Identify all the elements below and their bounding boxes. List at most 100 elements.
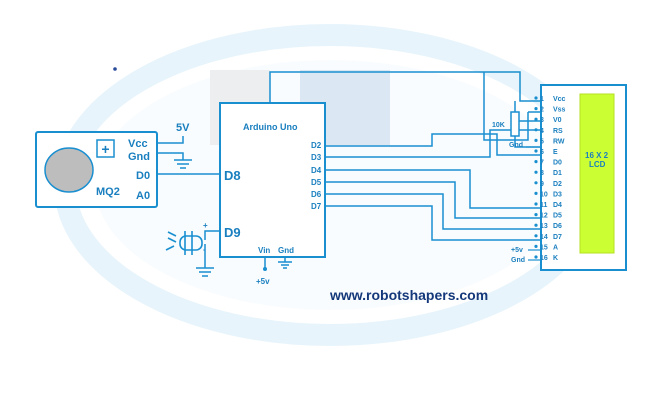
arduino-d8-label: D8 <box>224 168 241 183</box>
arduino-pin-d7: D7 <box>311 202 322 211</box>
mq2-d0-label: D0 <box>136 170 150 182</box>
lcd-pin-16-dot <box>534 255 538 259</box>
arduino-vcc-loop <box>269 71 541 103</box>
lcd-pin-9-name: D2 <box>553 181 562 188</box>
arduino-pin-d5: D5 <box>311 178 322 187</box>
lcd-pin-16-name: K <box>553 255 558 262</box>
led-plus-label: + <box>203 221 208 230</box>
stray-dot <box>113 67 117 71</box>
lcd-pin-7-dot <box>534 160 538 164</box>
lcd-pin-9-dot <box>534 181 538 185</box>
lcd-pin-12-name: D5 <box>553 213 562 220</box>
wire-d6 <box>325 193 541 230</box>
lcd-pin-8-dot <box>534 170 538 174</box>
pot-vss-wire <box>514 101 541 113</box>
lcd-pin-16-number: 16 <box>540 255 548 262</box>
mq2-vcc-label: Vcc <box>128 138 148 150</box>
vin-terminal-dot <box>263 267 267 271</box>
lcd-pin-10-name: D3 <box>553 191 562 198</box>
arduino-title: Arduino Uno <box>243 122 298 132</box>
lcd-backlight-gnd-label: Gnd <box>511 257 525 264</box>
arduino-pin-d4: D4 <box>311 166 322 175</box>
mq2-sensor-element <box>44 147 94 193</box>
lcd-pin-13-name: D6 <box>553 223 562 230</box>
arduino-gnd-label: Gnd <box>278 246 294 255</box>
lcd-pin-15-number: 15 <box>540 244 548 251</box>
mq2-plus-symbol: + <box>101 141 109 157</box>
lcd-pin-3-number: 3 <box>540 117 544 124</box>
lcd-backlight-5v-label: +5v <box>511 247 523 254</box>
lcd-pin-5-dot <box>534 138 538 142</box>
lcd-pin-7-number: 7 <box>540 160 544 167</box>
lcd-pin-4-number: 4 <box>540 128 544 135</box>
sensor-ground-icon <box>174 159 192 169</box>
lcd-title-line1: 16 X 2 <box>585 151 609 160</box>
wire-d2-e <box>325 133 541 156</box>
lcd-screen <box>579 93 615 254</box>
data-wires <box>269 71 541 241</box>
lcd-pin-13-number: 13 <box>540 223 548 230</box>
mq2-sensor: + Vcc Gnd D0 A0 MQ2 <box>35 131 158 208</box>
potentiometer: 10K Gnd <box>492 101 541 149</box>
arduino-d9-label: D9 <box>224 225 241 240</box>
lcd-pin-6-number: 6 <box>540 149 544 156</box>
wire-d5 <box>325 181 541 219</box>
lcd-pin-13-dot <box>534 223 538 227</box>
lcd-pin-3-dot <box>534 117 538 121</box>
arduino-uno: Arduino Uno D8 D9 D2 D3 D4 D5 D6 D7 Vin … <box>219 102 326 258</box>
mq2-name-label: MQ2 <box>96 186 120 198</box>
arduino-vin-label: Vin <box>258 246 270 255</box>
pot-top-wire <box>483 72 529 141</box>
pot-gnd-label: Gnd <box>509 142 523 149</box>
lcd-pin-11-number: 11 <box>540 202 548 209</box>
lcd-pin-2-dot <box>534 107 538 111</box>
supply-5v-label: 5V <box>176 122 190 134</box>
wire-d7 <box>325 205 541 241</box>
lcd-title-line2: LCD <box>589 160 606 169</box>
led-ground-icon <box>196 267 214 277</box>
lcd-pin-15-name: A <box>553 244 558 251</box>
lcd-pin-14-number: 14 <box>540 234 548 241</box>
lcd-pin-11-name: D4 <box>553 202 562 209</box>
mq2-gnd-label: Gnd <box>128 151 150 163</box>
lcd-pin-2-number: 2 <box>540 107 544 114</box>
lcd-pin-1-number: 1 <box>540 96 544 103</box>
lcd-pin-3-name: V0 <box>553 117 562 124</box>
lcd-pin-15-dot <box>534 244 538 248</box>
lcd-pin-4-dot <box>534 128 538 132</box>
lcd-pin-12-number: 12 <box>540 213 548 220</box>
mq2-plus-box <box>96 139 115 158</box>
lcd-pin-12-dot <box>534 213 538 217</box>
potentiometer-body <box>510 111 520 137</box>
lcd-pin-6-dot <box>534 149 538 153</box>
lcd-pin-4-name: RS <box>553 128 563 135</box>
lcd-pin-8-name: D1 <box>553 170 562 177</box>
lcd-pin-5-name: RW <box>553 138 565 145</box>
led-anode-wire <box>204 230 220 240</box>
wire-d4 <box>325 169 541 209</box>
lcd-pin-14-dot <box>534 234 538 238</box>
lcd-pin-5-number: 5 <box>540 138 544 145</box>
lcd-pin-2-name: Vss <box>553 107 566 114</box>
led: + - <box>165 221 220 277</box>
lcd-pin-10-dot <box>534 191 538 195</box>
website-url: www.robotshapers.com <box>329 287 488 303</box>
lcd-pin-8-number: 8 <box>540 170 544 177</box>
sensor-vcc-wire <box>157 136 184 144</box>
lcd-pin-7-name: D0 <box>553 160 562 167</box>
arduino-pin-d6: D6 <box>311 190 322 199</box>
arduino-pin-d3: D3 <box>311 153 322 162</box>
lcd-pin-10-number: 10 <box>540 191 548 198</box>
lcd-pin-11-dot <box>534 202 538 206</box>
led-symbol-icon <box>165 231 203 255</box>
vin-5v-label: +5v <box>256 277 270 286</box>
lcd-pin-1-name: Vcc <box>553 96 566 103</box>
lcd-pin-1-dot <box>534 96 538 100</box>
pot-10k-label: 10K <box>492 122 505 129</box>
arduino-pin-d2: D2 <box>311 141 322 150</box>
lcd-pin-6-name: E <box>553 149 558 156</box>
arduino-board <box>219 102 326 258</box>
